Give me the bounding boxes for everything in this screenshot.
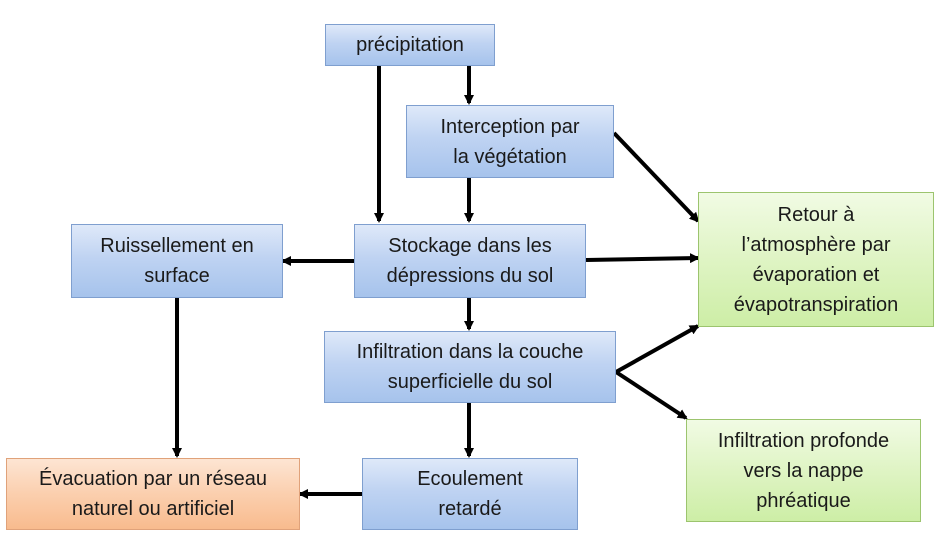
node-retour-atmosphere-label: Retour à l’atmosphère par évaporation et… bbox=[733, 203, 899, 316]
node-precipitation-label: précipitation bbox=[356, 34, 464, 56]
node-interception-label: Interception par la végétation bbox=[440, 115, 580, 168]
node-infiltration-superficielle-label: Infiltration dans la couche superficiell… bbox=[356, 341, 584, 393]
node-infiltration-superficielle: Infiltration dans la couche superficiell… bbox=[324, 331, 616, 403]
arrow-stockage-to-retour bbox=[585, 253, 700, 264]
node-ecoulement-retarde-label: Ecoulement retardé bbox=[417, 468, 523, 520]
node-retour-atmosphere: Retour à l’atmosphère par évaporation et… bbox=[698, 192, 934, 327]
node-ruissellement: Ruissellement en surface bbox=[71, 224, 283, 298]
node-interception: Interception par la végétation bbox=[406, 105, 614, 178]
node-evacuation-label: Évacuation par un réseau naturel ou arti… bbox=[39, 468, 267, 520]
node-ruissellement-label: Ruissellement en surface bbox=[100, 235, 254, 287]
node-precipitation: précipitation bbox=[325, 24, 495, 66]
arrow-infiltration-sup-to-retour bbox=[615, 324, 700, 374]
node-ecoulement-retarde: Ecoulement retardé bbox=[362, 458, 578, 530]
node-infiltration-profonde-label: Infiltration profonde vers la nappe phré… bbox=[717, 429, 890, 512]
arrow-infiltration-sup-to-infiltration-prof bbox=[614, 370, 688, 420]
node-infiltration-profonde: Infiltration profonde vers la nappe phré… bbox=[686, 419, 921, 522]
node-evacuation: Évacuation par un réseau naturel ou arti… bbox=[6, 458, 300, 530]
arrow-interception-to-retour bbox=[612, 131, 700, 223]
node-stockage: Stockage dans les dépressions du sol bbox=[354, 224, 586, 298]
node-stockage-label: Stockage dans les dépressions du sol bbox=[386, 235, 554, 287]
